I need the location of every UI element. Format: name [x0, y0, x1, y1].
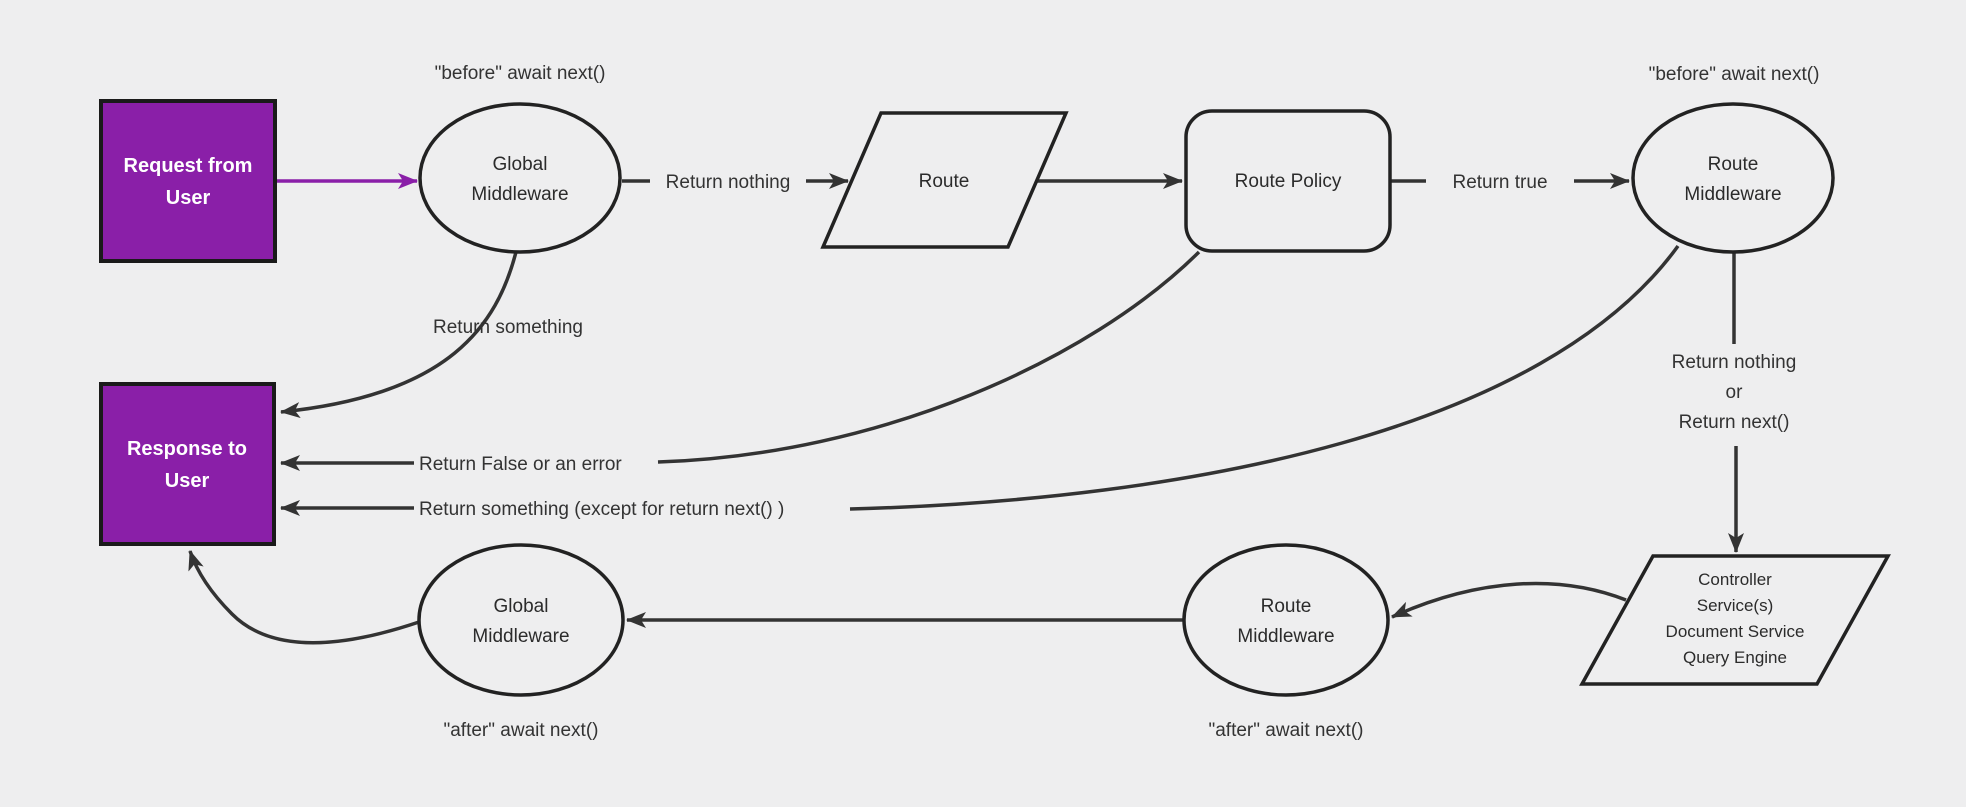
request-from-user-node — [99, 99, 277, 263]
edges — [188, 173, 1744, 645]
global-middleware-bottom-node — [417, 543, 625, 697]
route-policy-node — [1184, 109, 1392, 253]
after-await-next-global-label: "after" await next() — [444, 720, 599, 741]
before-await-next-route-label: "before" await next() — [1649, 64, 1820, 85]
nodes: Request from User Response to User Globa… — [99, 99, 1891, 697]
edge-global-middleware-bottom-to-response — [188, 550, 420, 645]
global-middleware-top-label-line2: Middleware — [471, 184, 568, 205]
return-true-label: Return true — [1452, 172, 1547, 193]
request-node-label-line2: User — [166, 187, 211, 209]
controller-label-line1: Controller — [1698, 570, 1772, 589]
global-middleware-bottom-label-line1: Global — [494, 596, 549, 617]
controller-label-line3: Document Service — [1666, 622, 1805, 641]
global-middleware-bottom-label-line2: Middleware — [472, 626, 569, 647]
controller-label-line4: Query Engine — [1683, 648, 1787, 667]
route-middleware-top-label-line2: Middleware — [1684, 184, 1781, 205]
route-node — [820, 111, 1069, 249]
response-node-label-line1: Response to — [127, 438, 247, 460]
before-await-next-global-label: "before" await next() — [435, 63, 606, 84]
edge-route-middleware-return-something-except-curve — [849, 244, 1680, 511]
controller-services-node — [1579, 554, 1891, 686]
global-middleware-top-node — [418, 102, 622, 254]
route-policy-node-label: Route Policy — [1235, 171, 1342, 192]
route-node-label: Route — [919, 171, 970, 192]
route-middleware-top-label-line1: Route — [1708, 154, 1759, 175]
global-middleware-top-label-line1: Global — [493, 154, 548, 175]
return-nothing-or-label-line3: Return next() — [1679, 412, 1790, 433]
route-middleware-bottom-label-line2: Middleware — [1237, 626, 1334, 647]
response-to-user-node — [99, 382, 276, 546]
controller-label-line2: Service(s) — [1697, 596, 1774, 615]
return-something-label: Return something — [433, 317, 583, 338]
route-middleware-top-node — [1631, 102, 1835, 254]
return-something-except-label: Return something (except for return next… — [419, 499, 784, 520]
edge-global-middleware-return-something-to-response — [280, 251, 518, 419]
route-middleware-bottom-node — [1182, 543, 1390, 697]
return-nothing-label: Return nothing — [666, 172, 791, 193]
edge-labels: "before" await next() "before" await nex… — [419, 63, 1819, 741]
return-false-or-error-label: Return False or an error — [419, 454, 622, 475]
edge-route-policy-return-false-curve — [657, 250, 1201, 464]
request-node-label-line1: Request from — [124, 155, 253, 177]
return-nothing-or-label-line2: or — [1726, 382, 1744, 403]
return-nothing-or-label-line1: Return nothing — [1672, 352, 1797, 373]
route-middleware-bottom-label-line1: Route — [1261, 596, 1312, 617]
after-await-next-route-label: "after" await next() — [1209, 720, 1364, 741]
response-node-label-line2: User — [165, 470, 210, 492]
edge-controller-to-route-middleware-bottom — [1391, 581, 1627, 619]
